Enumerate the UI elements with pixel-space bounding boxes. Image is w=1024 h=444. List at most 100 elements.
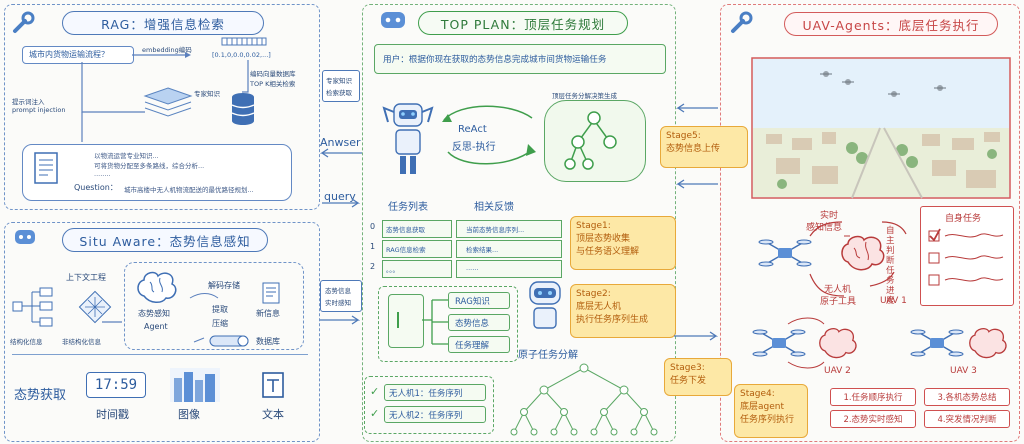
- situ-panel: [4, 222, 320, 442]
- realtime-label-1: 实时: [820, 211, 839, 221]
- decode-label: 解码存储: [208, 281, 240, 290]
- stage2-line2: 执行任务序列生成: [576, 315, 649, 325]
- expert-knowledge-2: 检索获取: [326, 89, 352, 97]
- uav3-label: UAV 3: [950, 366, 977, 376]
- task-row-cell: [382, 240, 452, 258]
- stage2-line1: 底层无人机: [576, 302, 622, 312]
- structured-icon: [12, 287, 53, 327]
- structured-label: 结构化信息: [10, 338, 43, 346]
- situ-divider: [12, 354, 308, 355]
- query-text: 城市内货物运输流程？: [29, 50, 109, 59]
- feedback-row-cell: [456, 220, 562, 238]
- uav2-drone-icon: [752, 329, 806, 357]
- exec-item-label: 3.各机态势总结: [937, 393, 997, 403]
- doc-line-3: ........: [94, 170, 111, 178]
- task-row-index: 0: [370, 222, 376, 231]
- city-image-icon: [170, 368, 220, 402]
- retrieve-label-2: TOP K相关检索: [250, 80, 296, 88]
- query-label: query: [324, 190, 356, 203]
- new-info-label: 新信息: [256, 309, 280, 318]
- context-label: 上下文工程: [66, 273, 106, 282]
- expert-knowledge-1: 专家知识: [326, 77, 352, 85]
- exec-item: 2.态势实时感知: [830, 410, 916, 428]
- extract-label-2: 压缩: [212, 319, 228, 328]
- agent-dashed-box: [124, 262, 304, 350]
- uav-task-item: 无人机1：任务序列: [384, 384, 486, 401]
- extract-label-1: 提取: [212, 305, 228, 314]
- atomic-tools-label-2: 原子工具: [820, 297, 857, 307]
- wrench-icon: [731, 11, 753, 33]
- kb-item: RAG知识: [448, 292, 510, 309]
- feedback-row-cell: [456, 260, 562, 278]
- task-list-label: 任务列表: [388, 202, 428, 213]
- uav1-loop-arrows: [809, 221, 907, 297]
- situ-info-box: 态势信息 实时感知: [320, 280, 362, 312]
- feedback-label: 相关反馈: [474, 202, 514, 213]
- text-label: 文本: [262, 408, 284, 421]
- clock-text: 17:59: [94, 377, 138, 393]
- situ-info-1: 态势信息: [325, 287, 351, 295]
- stage4-title: Stage4:: [740, 389, 775, 399]
- kb-doc-box: [388, 294, 424, 348]
- stage1-line2: 与任务语义理解: [576, 247, 640, 257]
- db-label: 专家知识: [194, 90, 220, 98]
- uav2-label: UAV 2: [824, 366, 851, 376]
- agent-label-1: 态势感知: [138, 309, 170, 318]
- city-scene-image: [751, 57, 1011, 199]
- kb-branches: [422, 299, 448, 345]
- uav-task-label: 无人机1：任务序列: [389, 389, 463, 399]
- stage1-line1: 顶层态势收集: [576, 234, 631, 244]
- exec-item: 4.突发情况判断: [924, 410, 1010, 428]
- atomic-tools-label-1: 无人机: [824, 285, 852, 295]
- react-cycle-arrows: [442, 105, 536, 165]
- question-text: 城市高楼中无人机物流配送的最优路径规划...: [124, 186, 254, 194]
- task-row-index: 1: [370, 242, 376, 251]
- stage4-box: Stage4: 底层agent 任务序列执行: [734, 384, 808, 438]
- uav1-brain-icon: [841, 235, 885, 271]
- unstructured-label: 非结构化信息: [62, 338, 101, 346]
- stage-arrows: [674, 103, 719, 341]
- new-info-doc-icon: [262, 282, 280, 304]
- task-tree-icon: [564, 111, 617, 170]
- doc-line-2: 可将货物分配至多条路线，综合分析...: [94, 162, 205, 170]
- situ-arrows: [102, 293, 219, 343]
- uav-title: UAV-Agents：底层任务执行: [784, 12, 998, 36]
- atomic-label: 原子任务分解: [518, 350, 578, 361]
- database-icon: [231, 93, 255, 125]
- user-prompt-box: 用户：根据你现在获取的态势信息完成城市间货物运输任务: [374, 44, 666, 74]
- db-label-situ: 数据库: [256, 337, 280, 346]
- prompt-doc-box: [22, 144, 292, 201]
- situ-title: Situ Aware：态势信息感知: [62, 228, 268, 252]
- exec-item: 3.各机态势总结: [924, 388, 1010, 406]
- uav-panel: [720, 4, 1020, 442]
- doc-line-1: 以物流运营专业知识...: [94, 152, 159, 160]
- kb-item: 任务理解: [448, 336, 510, 353]
- kb-dashed-box: [378, 286, 518, 362]
- uav3-drone-icon: [910, 329, 964, 357]
- uav-tasks-box: [364, 376, 494, 434]
- exec-item-label: 1.任务顺序执行: [843, 393, 903, 403]
- kb-item: 态势信息: [448, 314, 510, 331]
- layers-icon: [143, 87, 193, 117]
- task-row-cell: [382, 260, 452, 278]
- embedding-label: embedding编码: [142, 46, 192, 54]
- user-prompt-text: 用户：根据你现在获取的态势信息完成城市间货物运输任务: [383, 55, 607, 65]
- cylinder-icon: [209, 335, 249, 347]
- clock-display: 17:59: [86, 372, 146, 398]
- stage3-line1: 任务下发: [670, 376, 707, 386]
- stage4-line2: 任务序列执行: [740, 415, 795, 425]
- task-row-task: 态势信息获取: [386, 226, 425, 234]
- task-row-cell: [382, 220, 452, 238]
- prompt-label-1: 提示词注入: [12, 98, 45, 106]
- stage5-box: Stage5: 态势信息上传: [660, 126, 748, 168]
- tree-label: 顶层任务分解决策生成: [552, 92, 617, 100]
- feedback-row-text: ......: [466, 264, 479, 272]
- uav1-label: UAV 1: [880, 296, 907, 306]
- feedback-row-cell: [456, 240, 562, 258]
- brain-icon: [137, 271, 177, 303]
- uav1-drone-icon: [758, 239, 812, 267]
- feedback-row-text: 当前态势信息序列...: [466, 226, 525, 234]
- expert-knowledge-box: 专家知识 检索获取: [322, 70, 360, 102]
- unstructured-icon: [78, 290, 112, 324]
- thinking-robot: [382, 103, 434, 174]
